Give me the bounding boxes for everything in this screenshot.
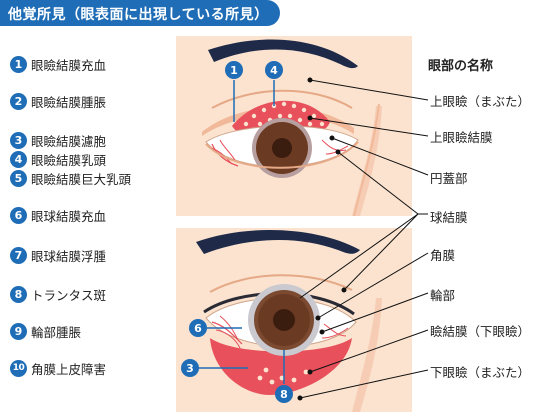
finding-label: 眼球結膜浮腫 (31, 248, 107, 264)
anatomy-heading: 眼部の名称 (428, 59, 494, 74)
finding-number: 9 (10, 322, 27, 340)
anatomy-label: 円蓋部 (430, 171, 468, 186)
finding-label: 眼瞼結膜充血 (31, 57, 107, 73)
finding-item: 10 角膜上皮障害 (10, 358, 106, 378)
finding-item: 3 眼瞼結膜濾胞 (10, 130, 106, 150)
anatomy-label: 上眼瞼結膜 (430, 130, 493, 145)
finding-item: 5 眼瞼結膜巨大乳頭 (10, 168, 131, 188)
anatomy-label: 瞼結膜（下眼瞼） (430, 324, 531, 339)
pupil (273, 309, 295, 331)
marker-6-label: 6 (194, 322, 202, 335)
anatomy-label: 上眼瞼（まぶた） (430, 94, 531, 109)
finding-item: 4 眼瞼結膜乳頭 (10, 149, 106, 169)
marker-1 (225, 61, 243, 79)
finding-label: 輪部腫脹 (31, 324, 82, 340)
header-bar: 他覚所見（眼表面に出現している所見） (0, 0, 280, 26)
anatomy-label: 角膜 (430, 248, 456, 263)
finding-number: 6 (10, 206, 27, 224)
finding-label: 眼瞼結膜濾胞 (31, 133, 107, 149)
finding-item: 7 眼球結膜浮腫 (10, 245, 106, 265)
finding-number: 8 (10, 285, 27, 303)
finding-label: 眼瞼結膜乳頭 (31, 152, 107, 168)
finding-label: 角膜上皮障害 (31, 361, 107, 377)
finding-item: 2 眼瞼結膜腫脹 (10, 91, 106, 111)
finding-number: 5 (10, 169, 27, 187)
finding-label: 眼瞼結膜巨大乳頭 (31, 171, 132, 187)
marker-3 (181, 359, 199, 377)
anatomy-label: 下眼瞼（まぶた） (430, 365, 531, 380)
finding-label: トランタス斑 (31, 287, 107, 303)
marker-3-label: 3 (186, 362, 194, 375)
pupil (272, 138, 292, 158)
finding-item: 8 トランタス斑 (10, 284, 106, 304)
finding-label: 眼球結膜充血 (31, 208, 107, 224)
eyebrow (196, 230, 360, 254)
finding-number: 4 (10, 150, 27, 168)
eyebrow (208, 39, 358, 69)
finding-label: 眼瞼結膜腫脹 (31, 94, 107, 110)
finding-number: 10 (10, 359, 27, 377)
anatomy-label: 球結膜 (430, 210, 468, 225)
finding-number: 7 (10, 246, 27, 264)
anatomy-label: 輪部 (430, 288, 456, 303)
lower-everted-conjunctiva (210, 338, 352, 395)
finding-number: 1 (10, 55, 27, 73)
finding-item: 1 眼瞼結膜充血 (10, 54, 106, 74)
marker-4 (265, 61, 283, 79)
finding-number: 2 (10, 92, 27, 110)
finding-item: 9 輪部腫脹 (10, 321, 81, 341)
finding-number: 3 (10, 131, 27, 149)
marker-4-label: 4 (270, 64, 278, 77)
face-contour (352, 298, 382, 412)
marker-6 (189, 319, 207, 337)
marker-8-label: 8 (280, 388, 288, 401)
header-title: 他覚所見（眼表面に出現している所見） (8, 7, 269, 23)
upper-eyelid-illustration: 1 4 (176, 36, 412, 216)
lower-eyelid-illustration: 6 3 8 (176, 228, 412, 412)
finding-item: 6 眼球結膜充血 (10, 205, 106, 225)
marker-8 (275, 385, 293, 403)
marker-1-label: 1 (230, 64, 238, 77)
